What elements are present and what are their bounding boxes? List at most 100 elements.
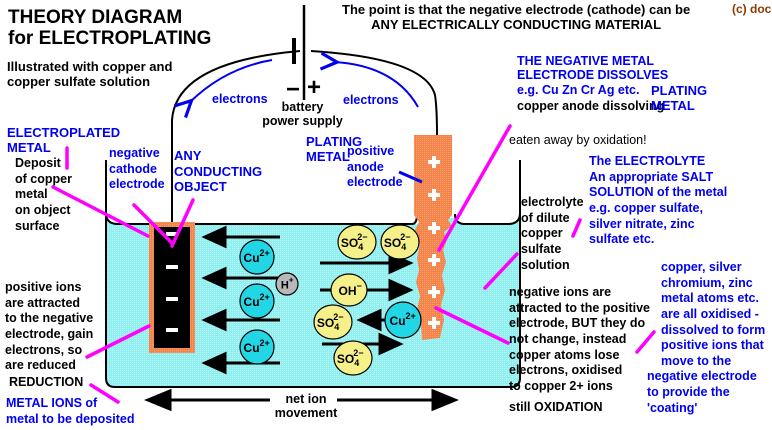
note-line: An appropriate SALT [589, 169, 714, 184]
ion-circle [330, 273, 368, 307]
label-line: ELECTROPLATED [7, 125, 121, 140]
label-line: anode [347, 159, 384, 174]
any-conducting-object-label: ANY CONDUCTING OBJECT [174, 148, 262, 195]
ion-circle [380, 224, 420, 260]
note-line: not change, instead [509, 331, 627, 346]
label-line: METAL [7, 139, 51, 155]
subtitle-line: copper sulfate solution [7, 73, 151, 89]
plus-sign [428, 317, 440, 329]
label-line: electrolyte [521, 195, 584, 209]
note-line: negative electrode [647, 369, 757, 384]
label-line: electrode [347, 175, 403, 190]
electrolyte-solution [106, 213, 520, 387]
label-line: CONDUCTING [174, 163, 263, 179]
ion-formula: OH− [339, 281, 362, 298]
plus-sign [428, 156, 440, 168]
ion-formula: SO42− [317, 312, 344, 332]
plating-metal-label-left: PLATING METAL [306, 134, 362, 165]
top-note-line: ANY ELECTRICALLY CONDUCTING MATERIAL [371, 16, 662, 32]
ions: Cu2+Cu2+Cu2+H+SO42−SO42−OH−SO42−Cu2+SO42… [239, 224, 422, 376]
label-line: sulfate [521, 241, 562, 256]
reduction-note: positive ions are attracted to the negat… [5, 280, 93, 374]
pointer-line [483, 252, 519, 290]
ion-formula: Cu2+ [244, 248, 270, 265]
pointer-line [434, 306, 510, 345]
copyright: (c) doc [732, 2, 772, 16]
ion-formula: H+ [281, 275, 294, 291]
pointer-line [635, 330, 656, 354]
label-line: negative [109, 146, 160, 160]
label-line: PLATING [651, 83, 708, 98]
minus-sign [166, 297, 178, 301]
plus-sign [428, 254, 440, 266]
pointer-line [89, 383, 120, 404]
note-line: move to the [661, 353, 732, 368]
label-line: net ion [285, 392, 327, 406]
electrolyte-label: electrolyte of dilute copper sulfate sol… [521, 195, 584, 273]
ion-circle [384, 301, 422, 339]
cathode-label: negative cathode electrode [109, 146, 165, 193]
note-line: chromium, zinc [661, 275, 753, 290]
ion-formula: Cu2+ [244, 338, 270, 355]
cu2-ion: Cu2+ [239, 283, 275, 319]
note-line: are reduced [5, 358, 76, 373]
note-line: to provide the [647, 385, 730, 399]
note-line: e.g. Cu Zn Cr Ag etc. [517, 82, 640, 97]
note-line: The ELECTROLYTE [589, 154, 706, 168]
note-line: attracted to the positive [509, 300, 650, 315]
page-title: THEORY DIAGRAM for ELECTROPLATING [8, 7, 211, 50]
label-line: Deposit [15, 156, 61, 170]
cu2-ion: Cu2+ [239, 239, 275, 275]
ion-formula: Cu2+ [390, 311, 416, 328]
pointer-line [170, 198, 195, 248]
battery-negative-sign: − [286, 76, 301, 103]
ion-circle [239, 329, 275, 365]
electrons-label-right: electrons [343, 93, 399, 107]
pointer-lines [51, 124, 656, 404]
pointer-line [85, 324, 151, 359]
note-line: 'coating' [647, 400, 698, 415]
note-line: e.g. copper sulfate, [589, 200, 703, 215]
note-line: positive ions that [661, 338, 764, 353]
note-line: THE NEGATIVE METAL [517, 54, 655, 68]
plating-metal-label-right: PLATING METAL [651, 83, 708, 114]
battery [292, 5, 306, 100]
anode-plus-signs [428, 156, 440, 329]
note-line: electrons, oxidised [509, 363, 623, 378]
label-line: of copper [15, 171, 72, 186]
ion-circle [239, 283, 275, 319]
battery-positive-sign: + [307, 74, 322, 101]
note-line: electrode, gain [5, 326, 94, 341]
reduction-word: REDUCTION [9, 375, 84, 389]
electron-arrow-right [335, 62, 419, 108]
sulfate-ion: SO42− [337, 224, 377, 260]
note-line: positive ions [5, 280, 82, 294]
pointer-line [571, 218, 582, 238]
cu2-ion: Cu2+ [384, 301, 422, 339]
label-line: positive [347, 144, 395, 158]
electrolyte-note: The ELECTROLYTE An appropriate SALT SOLU… [589, 154, 727, 248]
electron-arrow-left [190, 59, 273, 102]
battery-label-line: power supply [262, 114, 343, 129]
minus-sign [166, 265, 178, 269]
label-line: METAL [306, 148, 350, 164]
sulfate-ion: SO42− [313, 304, 353, 340]
hydroxide-ion: OH− [330, 273, 368, 307]
label-line: OBJECT [174, 179, 227, 195]
arrow-left [201, 351, 280, 375]
label-line: movement [274, 406, 338, 421]
plus-sign [428, 286, 440, 298]
anode-dissolves-note: THE NEGATIVE METAL ELECTRODE DISSOLVES e… [517, 54, 668, 97]
note-line: silver nitrate, zinc [589, 216, 695, 231]
deposit-label: Deposit of copper metal on object surfac… [15, 156, 72, 234]
anode-label: positive anode electrode [347, 144, 403, 191]
note-line: negative ions are [509, 285, 612, 299]
anode-dissolving-label: copper anode dissolving [517, 99, 665, 113]
ion-circle [313, 304, 353, 340]
label-line: electrode [109, 177, 165, 192]
eaten-away-note: eaten away by oxidation! [509, 133, 647, 147]
pointer-line [437, 124, 512, 252]
ion-circle [337, 224, 377, 260]
battery-label-line: battery [281, 100, 324, 114]
